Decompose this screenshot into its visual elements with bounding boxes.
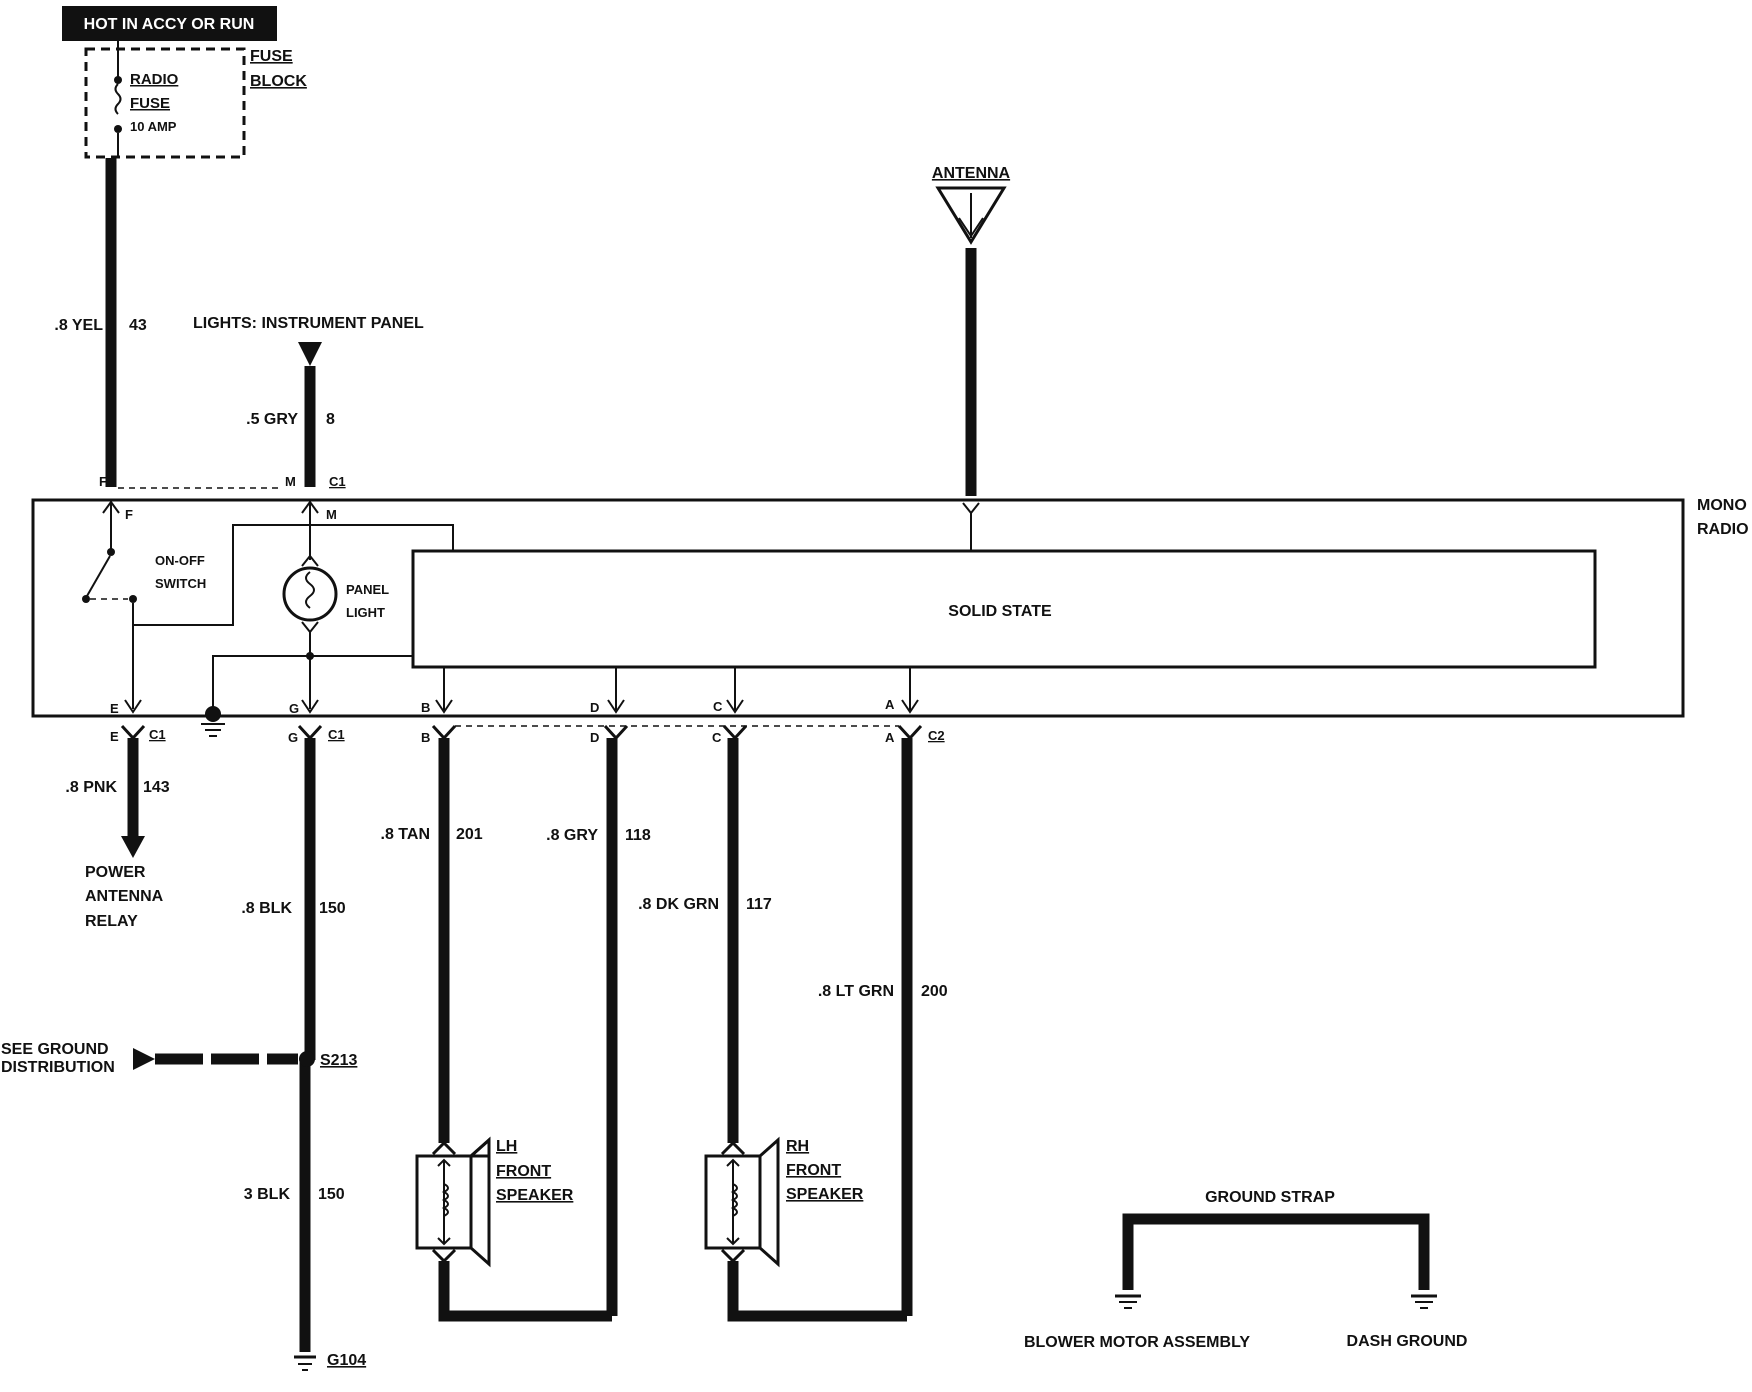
lh-speaker-line2: FRONT [496, 1163, 551, 1180]
see-ground-distribution: SEE GROUND DISTRIBUTION [1, 1041, 298, 1076]
svg-text:M: M [326, 507, 337, 522]
svg-text:143: 143 [143, 779, 170, 796]
svg-text:C1: C1 [328, 727, 345, 742]
see-ground-line1: SEE GROUND [1, 1041, 109, 1058]
ground-strap: GROUND STRAP BLOWER MOTOR ASSEMBLY DASH … [1024, 1189, 1467, 1351]
svg-text:.8 DK GRN: .8 DK GRN [638, 896, 719, 913]
wire-150-blk: .8 BLK 150 3 BLK 150 S213 G104 [241, 738, 366, 1371]
fuse-block: RADIO FUSE 10 AMP FUSE BLOCK [84, 40, 307, 159]
lh-speaker-line1: LH [496, 1138, 517, 1155]
connector-c1-label: C1 [329, 474, 346, 489]
panel-light-line1: PANEL [346, 582, 389, 597]
panel-light-bulb [282, 566, 338, 622]
antenna-label: ANTENNA [932, 165, 1011, 182]
ground-strap-title: GROUND STRAP [1205, 1189, 1335, 1206]
fuse-block-title-line2: BLOCK [250, 73, 307, 90]
svg-text:150: 150 [318, 1186, 345, 1203]
svg-text:G: G [288, 730, 298, 745]
fuse-name-line2: FUSE [130, 95, 170, 112]
connector-c2: B D C A C2 [421, 724, 945, 745]
power-antenna-relay-line2: ANTENNA [85, 888, 164, 905]
rh-speaker-line2: FRONT [786, 1162, 841, 1179]
ground-g104-label: G104 [327, 1352, 366, 1369]
pin-f-label: F [99, 474, 107, 489]
wire-43-yel: .8 YEL 43 [54, 158, 147, 487]
svg-text:.8 BLK: .8 BLK [241, 900, 292, 917]
see-ground-line2: DISTRIBUTION [1, 1059, 115, 1076]
rh-speaker-line3: SPEAKER [786, 1186, 864, 1203]
svg-text:G: G [289, 701, 299, 716]
svg-text:3 BLK: 3 BLK [244, 1186, 291, 1203]
svg-text:A: A [885, 697, 895, 712]
fuse-block-title-line1: FUSE [250, 48, 293, 65]
svg-text:B: B [421, 730, 430, 745]
lights-instrument-panel-label: LIGHTS: INSTRUMENT PANEL [193, 315, 424, 332]
svg-text:.8 YEL: .8 YEL [54, 317, 103, 334]
svg-text:C: C [713, 699, 723, 714]
svg-text:.8 LT GRN: .8 LT GRN [818, 983, 894, 1000]
svg-text:D: D [590, 730, 599, 745]
mono-radio-title-line2: RADIO [1697, 521, 1749, 538]
svg-text:.8 TAN: .8 TAN [381, 826, 430, 843]
wire-117-dk-grn: .8 DK GRN 117 [638, 738, 772, 1143]
lh-speaker-line3: SPEAKER [496, 1187, 574, 1204]
panel-light-line2: LIGHT [346, 605, 385, 620]
wire-118-gry: .8 GRY 118 [546, 738, 651, 1316]
fuse-name-line1: RADIO [130, 71, 179, 88]
svg-text:200: 200 [921, 983, 948, 1000]
rh-front-speaker: RH FRONT SPEAKER [704, 1136, 907, 1322]
rh-speaker-line1: RH [786, 1138, 809, 1155]
antenna: ANTENNA [932, 165, 1011, 496]
pin-m-label: M [285, 474, 296, 489]
wire-143-pnk: .8 PNK 143 POWER ANTENNA RELAY [65, 738, 170, 930]
on-off-switch-line2: SWITCH [155, 576, 206, 591]
hot-in-accy-label: HOT IN ACCY OR RUN [62, 6, 277, 41]
svg-text:117: 117 [746, 896, 772, 913]
solid-state-module [411, 549, 1597, 669]
svg-text:.8 GRY: .8 GRY [546, 827, 598, 844]
svg-text:.5 GRY: .5 GRY [246, 411, 298, 428]
lh-front-speaker: LH FRONT SPEAKER [415, 1136, 612, 1322]
svg-text:118: 118 [625, 827, 651, 844]
svg-text:8: 8 [326, 411, 335, 428]
svg-text:C: C [712, 730, 722, 745]
svg-text:HOT IN ACCY OR RUN: HOT IN ACCY OR RUN [84, 16, 255, 33]
connector-c1-top: F M C1 [99, 474, 346, 489]
blower-motor-label: BLOWER MOTOR ASSEMBLY [1024, 1334, 1250, 1351]
svg-text:150: 150 [319, 900, 346, 917]
power-antenna-relay-line1: POWER [85, 864, 146, 881]
svg-text:A: A [885, 730, 895, 745]
dash-ground-label: DASH GROUND [1347, 1333, 1468, 1350]
fuse-rating: 10 AMP [130, 119, 177, 134]
svg-text:D: D [590, 700, 599, 715]
splice-s213 [299, 1051, 315, 1067]
wire-201-tan: .8 TAN 201 [381, 738, 483, 1143]
svg-text:201: 201 [456, 826, 483, 843]
mono-radio-title-line1: MONO [1697, 497, 1747, 514]
on-off-switch-blade [86, 555, 111, 597]
svg-text:43: 43 [129, 317, 147, 334]
mono-radio: MONO RADIO SOLID STATE F ON-OFF SWITCH E… [31, 497, 1749, 737]
svg-text:C1: C1 [149, 727, 166, 742]
power-antenna-relay-line3: RELAY [85, 913, 138, 930]
svg-text:E: E [110, 729, 119, 744]
instrument-panel-lights-feed: LIGHTS: INSTRUMENT PANEL .5 GRY 8 [193, 315, 424, 487]
solid-state-label: SOLID STATE [948, 603, 1052, 620]
svg-text:.8 PNK: .8 PNK [65, 779, 117, 796]
svg-text:B: B [421, 700, 430, 715]
splice-s213-label: S213 [320, 1052, 357, 1069]
svg-text:E: E [110, 701, 119, 716]
wire-200-lt-grn: .8 LT GRN 200 [818, 738, 948, 1316]
on-off-switch-line1: ON-OFF [155, 553, 205, 568]
svg-text:F: F [125, 507, 133, 522]
connector-c2-label: C2 [928, 728, 945, 743]
